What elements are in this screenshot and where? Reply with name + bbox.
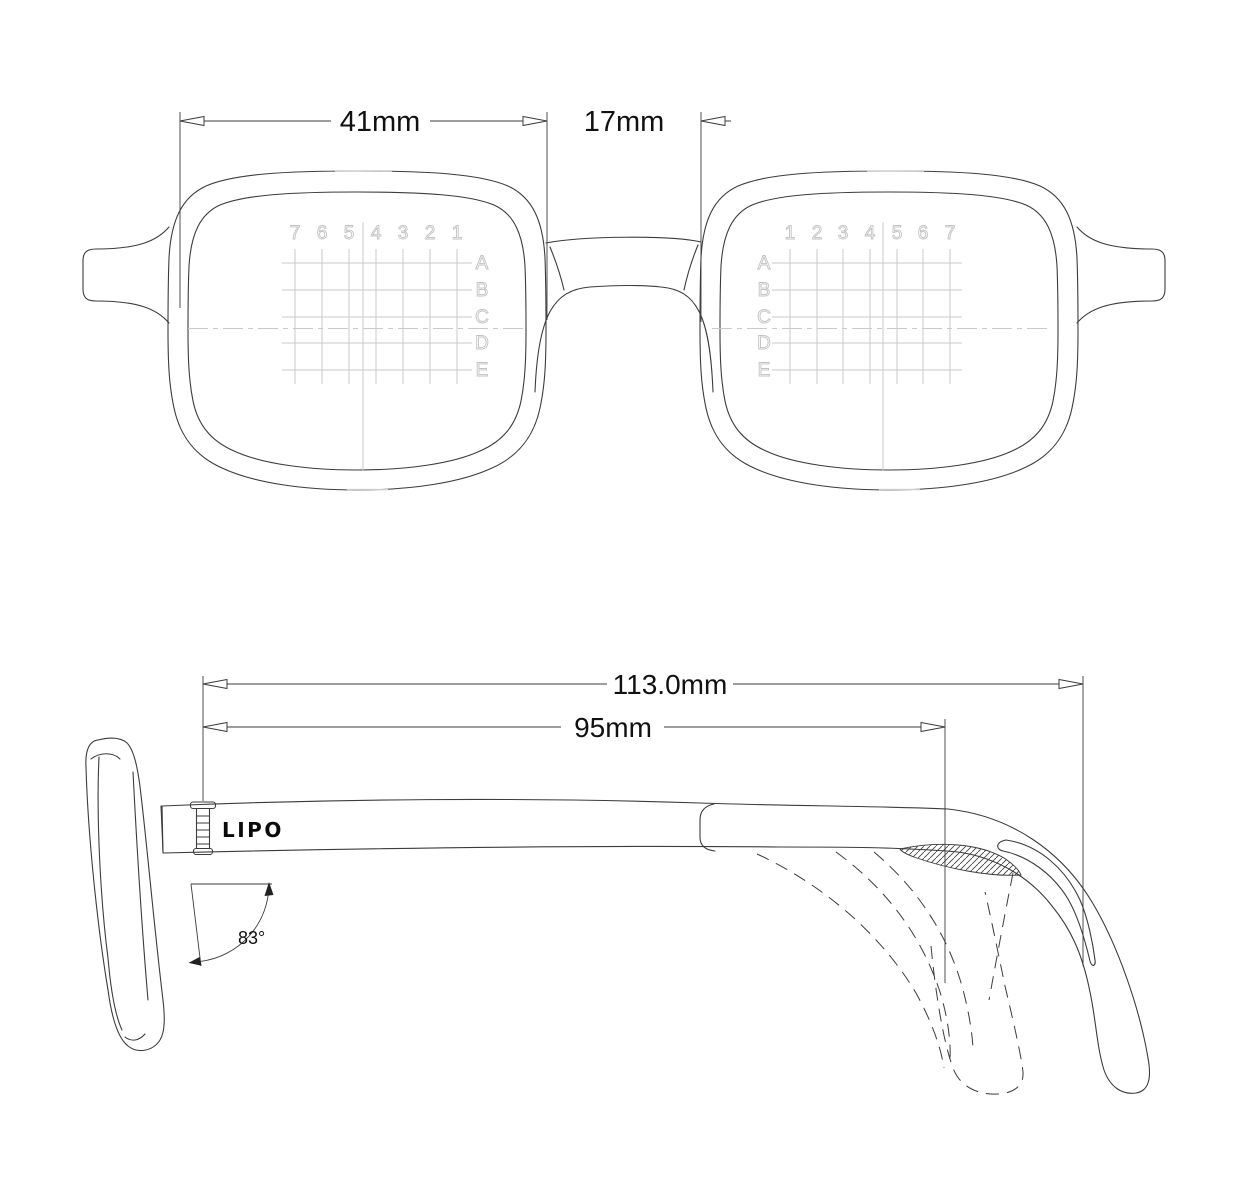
temple-arm-outline	[161, 798, 1151, 1094]
frame-front-side-outline	[85, 737, 165, 1052]
left-grid-col-label: 3	[398, 223, 409, 244]
left-grid-row-label: E	[476, 360, 489, 381]
temple-sleeve-end	[699, 803, 716, 852]
right-lens-outer-outline	[699, 170, 1079, 491]
right-grid-col-label: 4	[865, 223, 876, 244]
hinge-screw	[189, 801, 217, 856]
temple-bend-length-label: 95mm	[574, 712, 652, 743]
left-grid-col-label: 6	[317, 223, 328, 244]
left-grid-row-label: D	[475, 333, 489, 354]
flexed-tip-outline	[930, 891, 1024, 1095]
left-grid-col-label: 7	[290, 223, 301, 244]
right-grid-row-label: B	[758, 280, 771, 301]
angle-arc	[200, 883, 270, 962]
ear-hook-slot	[997, 839, 1096, 966]
screw-base	[192, 847, 214, 856]
screw-threads	[197, 815, 209, 845]
brand-logo: LIPO	[222, 818, 284, 842]
right-lens-grid: 1 2 3 4 5 6 7 A B C D E	[712, 222, 1051, 471]
left-grid-row-label: A	[476, 253, 489, 274]
frame-front-top-contour	[90, 753, 121, 760]
dim-arrow-113-right	[1058, 678, 1084, 690]
bridge-right-edge	[683, 244, 699, 291]
left-grid-horizontal-lines	[282, 262, 472, 371]
dim-arrow-left	[179, 115, 205, 127]
left-lens-inner-outline	[187, 191, 527, 471]
bridge-left-edge	[549, 246, 565, 291]
right-grid-row-label: C	[757, 307, 771, 328]
lens-width-dimension-label: 41mm	[340, 106, 421, 138]
right-grid-col-label: 6	[918, 223, 929, 244]
right-grid-row-label: E	[758, 360, 771, 381]
dim-arrow-95-right	[920, 721, 946, 733]
dim-arrow-right	[522, 115, 548, 127]
screw-body	[195, 807, 211, 850]
left-grid-row-label: C	[475, 307, 489, 328]
angle-arc-arrow-top	[264, 882, 274, 896]
right-lens-inner-outline	[719, 191, 1059, 471]
dim-arrow-113-left	[202, 678, 228, 690]
frame-front-bottom-contour	[124, 1033, 146, 1041]
side-view: 113.0mm 95mm LIPO	[85, 669, 1151, 1095]
right-grid-col-label: 1	[785, 223, 796, 244]
right-temple-tab	[1076, 226, 1166, 324]
front-view: 41mm 17mm 7 6 5 4 3 2 1 A B	[82, 106, 1166, 491]
right-grid-col-label: 7	[945, 223, 956, 244]
pantoscopic-angle-annotation: 83°	[188, 882, 274, 967]
right-grid-row-label: A	[758, 253, 771, 274]
nose-arch	[534, 284, 714, 393]
bridge-width-dimension-label: 17mm	[584, 106, 665, 138]
right-grid-col-label: 2	[812, 223, 823, 244]
left-grid-col-label: 4	[371, 223, 382, 244]
right-grid-col-label: 5	[892, 223, 903, 244]
flexed-outer-edge	[756, 853, 945, 1069]
flex-overlap-hatch	[899, 843, 1022, 876]
left-grid-col-label: 1	[452, 223, 463, 244]
temple-total-length-label: 113.0mm	[613, 669, 728, 700]
flexed-mid-edge-2	[873, 851, 974, 1049]
left-grid-col-label: 5	[344, 223, 355, 244]
left-grid-row-label: B	[476, 280, 489, 301]
frame-front-back-contour	[132, 771, 149, 1001]
right-grid-row-label: D	[757, 333, 771, 354]
flexed-inner-edge	[988, 872, 1014, 1001]
pantoscopic-angle-label: 83°	[238, 928, 265, 948]
right-grid-horizontal-lines	[772, 262, 962, 371]
dim-arrow-bridge	[700, 115, 726, 127]
left-lens-grid: 7 6 5 4 3 2 1 A B C D E	[188, 222, 528, 471]
left-grid-col-label: 2	[425, 223, 436, 244]
left-temple-tab	[82, 226, 170, 324]
frame-highlight-segments	[335, 170, 924, 491]
frame-front-inner-contour	[97, 756, 123, 1031]
temple-flexed-position	[756, 851, 1024, 1095]
right-grid-col-label: 3	[838, 223, 849, 244]
dim-arrow-95-left	[202, 721, 228, 733]
angle-arc-arrow-bottom	[188, 957, 202, 966]
bridge-top-edge	[545, 236, 702, 244]
angle-slanted-arm	[190, 883, 202, 967]
flexed-mid-edge-1	[835, 851, 951, 1059]
left-lens-outer-outline	[167, 170, 547, 491]
